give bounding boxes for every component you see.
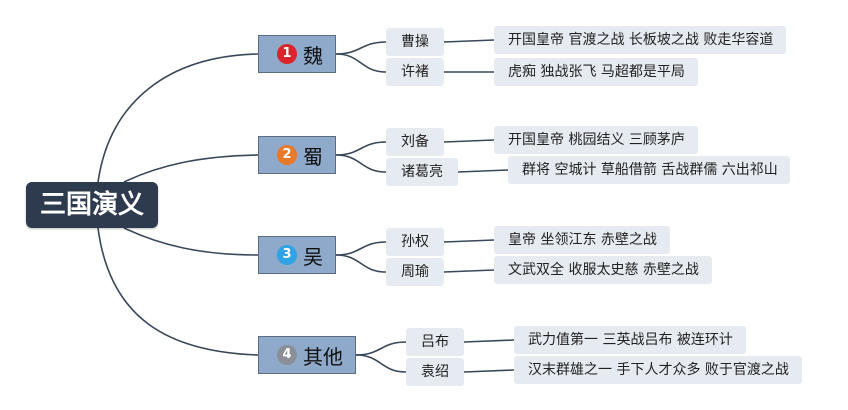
connector-branch-person-1 <box>335 41 387 55</box>
branch-wei[interactable]: 1 魏 <box>258 35 336 73</box>
connector-person-detail-7 <box>463 339 515 343</box>
topic-zhou-yu[interactable]: 周瑜 <box>386 258 444 286</box>
branch-shu[interactable]: 2 蜀 <box>258 136 336 174</box>
connector-person-detail-3 <box>443 139 495 143</box>
detail-zhou-yu[interactable]: 文武双全 收服太史慈 赤壁之战 <box>494 256 712 284</box>
branch-label: 其他 <box>303 344 343 369</box>
connector-person-detail-5 <box>443 239 495 243</box>
branch-label: 吴 <box>303 244 323 269</box>
topic-cao-cao[interactable]: 曹操 <box>386 28 444 56</box>
connector-branch-person-7 <box>355 341 407 356</box>
branch-label: 魏 <box>303 43 323 68</box>
topic-yuan-shao[interactable]: 袁绍 <box>406 358 464 386</box>
root-topic[interactable]: 三国演义 <box>26 182 158 228</box>
connector-branch-person-5 <box>335 241 387 256</box>
detail-xu-chu[interactable]: 虎痴 独战张飞 马超都是平局 <box>494 58 698 86</box>
branch-wu[interactable]: 3 吴 <box>258 236 336 274</box>
connector-root-wu <box>123 227 259 256</box>
connector-root-shu <box>123 154 259 183</box>
connector-branch-person-3 <box>335 141 387 156</box>
topic-zhuge-liang[interactable]: 诸葛亮 <box>386 158 458 186</box>
detail-zhuge-liang[interactable]: 群将 空城计 草船借箭 舌战群儒 六出祁山 <box>508 156 790 184</box>
detail-yuan-shao[interactable]: 汉末群雄之一 手下人才众多 败于官渡之战 <box>514 356 802 384</box>
connector-branch-person-6 <box>335 254 387 273</box>
connector-person-detail-8 <box>463 369 515 373</box>
detail-lu-bu[interactable]: 武力值第一 三英战吕布 被连环计 <box>514 326 746 354</box>
connector-branch-person-2 <box>335 53 387 73</box>
connector-branch-person-8 <box>355 354 407 373</box>
connector-root-wei <box>97 53 259 183</box>
connector-branch-person-4 <box>335 154 387 173</box>
detail-cao-cao[interactable]: 开国皇帝 官渡之战 长板坡之战 败走华容道 <box>494 26 786 54</box>
connector-root-others <box>97 227 259 356</box>
branch-others[interactable]: 4 其他 <box>258 336 356 374</box>
number-3-icon: 3 <box>277 245 297 265</box>
topic-lu-bu[interactable]: 吕布 <box>406 328 464 356</box>
topic-sun-quan[interactable]: 孙权 <box>386 228 444 256</box>
connector-person-detail-4 <box>457 169 509 173</box>
number-2-icon: 2 <box>277 145 297 165</box>
connector-person-detail-1 <box>443 39 495 43</box>
number-4-icon: 4 <box>277 345 297 365</box>
branch-label: 蜀 <box>303 144 323 169</box>
connector-person-detail-6 <box>443 269 495 273</box>
detail-sun-quan[interactable]: 皇帝 坐领江东 赤壁之战 <box>494 226 670 254</box>
number-1-icon: 1 <box>277 44 297 64</box>
detail-liu-bei[interactable]: 开国皇帝 桃园结义 三顾茅庐 <box>494 126 698 154</box>
topic-liu-bei[interactable]: 刘备 <box>386 128 444 156</box>
topic-xu-chu[interactable]: 许褚 <box>386 58 444 86</box>
